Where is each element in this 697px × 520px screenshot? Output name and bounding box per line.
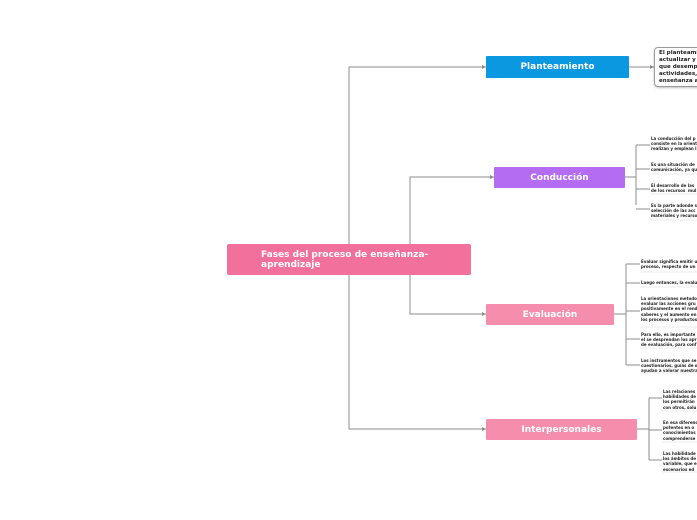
branch-conduccion[interactable]: Conducción bbox=[494, 167, 625, 188]
branch-label: Evaluación bbox=[522, 309, 578, 320]
leaf-evaluacion-4[interactable]: Para ello, es importante el se desprenda… bbox=[641, 332, 697, 348]
link-root-planteamiento bbox=[348, 66, 486, 244]
branch-label: Planteamiento bbox=[520, 62, 595, 72]
leaf-evaluacion-3[interactable]: La orientaciones metodo evaluar las acci… bbox=[641, 296, 697, 322]
branch-interpersonales[interactable]: Interpersonales bbox=[486, 419, 637, 440]
link-root-evaluacion bbox=[409, 275, 486, 315]
link-root-interpersonales bbox=[348, 275, 486, 430]
branch-label: Interpersonales bbox=[521, 424, 602, 435]
root-topic[interactable]: Fases del proceso de enseñanza- aprendiz… bbox=[227, 244, 471, 275]
planteamiento-callout[interactable]: El planteami actualizar y s que desempe … bbox=[654, 47, 697, 87]
link-root-conduccion bbox=[409, 176, 494, 244]
leaf-conduccion-3[interactable]: El desarrollo de las de los recursos mul bbox=[651, 183, 697, 194]
leaf-interpersonales-2[interactable]: En esa diferenc potentes en o conocimien… bbox=[663, 420, 697, 441]
leaf-evaluacion-2[interactable]: Luego entonces, la evalu bbox=[641, 280, 697, 285]
leaf-evaluacion-1[interactable]: Evaluar significa emitir u proceso, resp… bbox=[641, 259, 697, 270]
root-topic-label: Fases del proceso de enseñanza- aprendiz… bbox=[261, 249, 429, 270]
leaf-interpersonales-1[interactable]: Las relaciones habilidades de los permit… bbox=[663, 389, 697, 410]
branch-planteamiento[interactable]: Planteamiento bbox=[486, 56, 629, 78]
leaf-conduccion-4[interactable]: Es la parte adonde s selección de las ac… bbox=[651, 203, 697, 219]
leaf-conduccion-2[interactable]: Es una situación de comunicación, ya qu bbox=[651, 162, 697, 173]
leaf-conduccion-1[interactable]: La conducción del p consiste en la orien… bbox=[651, 136, 697, 152]
leaf-interpersonales-3[interactable]: Las habilidade los ámbitos de variable, … bbox=[663, 451, 697, 472]
branch-label: Conducción bbox=[530, 172, 589, 183]
leaf-evaluacion-5[interactable]: Los instrumentos que se cuestionarios, g… bbox=[641, 358, 697, 374]
branch-evaluacion[interactable]: Evaluación bbox=[486, 304, 614, 325]
